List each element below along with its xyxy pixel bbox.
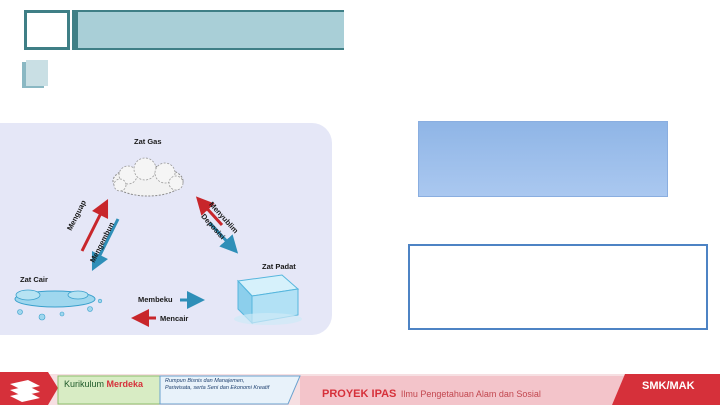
rumpun-line1: Rumpun Bisnis dan Manajemen, — [165, 378, 245, 384]
deposit-arrow — [208, 221, 239, 254]
freeze-label: Membeku — [138, 295, 173, 304]
condense-arrow — [91, 218, 120, 272]
level-text: SMK/MAK — [642, 380, 695, 392]
blue-content-box — [418, 121, 668, 197]
liquid-puddle-icon — [14, 289, 103, 321]
kurikulum-text: Kurikulum — [64, 379, 105, 389]
subtitle-marker-light — [26, 60, 48, 86]
title-bar — [72, 10, 344, 50]
state-change-diagram — [14, 157, 302, 327]
liquid-label: Zat Cair — [20, 275, 48, 284]
merdeka-text: Merdeka — [106, 379, 144, 389]
ilmu-text: Ilmu Pengetahuan Alam dan Sosial — [400, 389, 541, 399]
melt-label: Mencair — [160, 314, 189, 323]
sublimate-arrow — [195, 196, 224, 227]
book-logo-icon — [10, 380, 40, 402]
ice-cube-icon — [234, 274, 302, 325]
outlined-content-box — [408, 244, 708, 330]
rumpun-line2: Pariwisata, serta Seni dan Ekonomi Kreat… — [165, 385, 270, 391]
proyek-text: PROYEK IPAS — [322, 388, 397, 400]
title-box-small — [24, 10, 70, 50]
footer-banner — [0, 370, 720, 405]
evaporate-arrow — [80, 198, 109, 252]
gas-label: Zat Gas — [134, 137, 162, 146]
gas-cloud-icon — [112, 157, 184, 197]
solid-label: Zat Padat — [262, 262, 296, 271]
